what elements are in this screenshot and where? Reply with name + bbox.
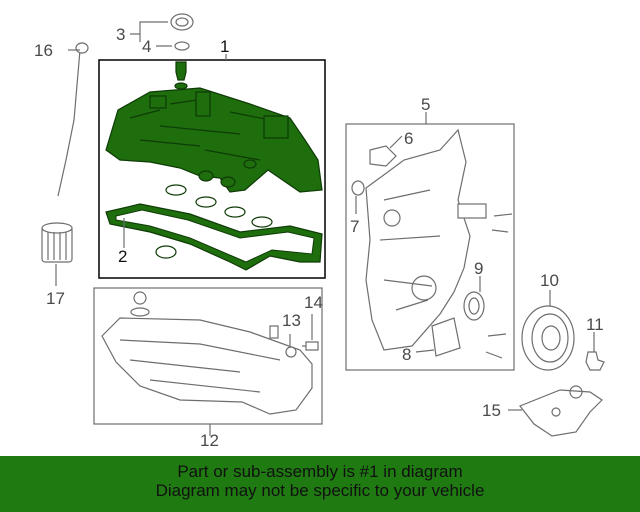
oil-pan-box	[93, 287, 323, 425]
gasket-part-6[interactable]	[369, 145, 397, 167]
cover-part-8[interactable]	[431, 317, 461, 357]
callout-7: 7	[350, 217, 359, 236]
callout-4: 4	[142, 37, 151, 56]
callout-5: 5	[421, 95, 430, 114]
callout-3: 3	[116, 25, 125, 44]
callout-8: 8	[402, 345, 411, 364]
callout-17: 17	[46, 289, 65, 308]
oil-filter-part-17[interactable]	[41, 222, 73, 263]
footer-line-2: Diagram may not be specific to your vehi…	[155, 481, 485, 500]
valve-cover-seals[interactable]	[155, 184, 273, 259]
drain-bolt-part-14[interactable]	[302, 341, 319, 351]
footer-banner: Part or sub-assembly is #1 in diagram Di…	[0, 456, 640, 512]
timing-bolts[interactable]	[457, 203, 513, 359]
callout-2: 2	[118, 247, 127, 266]
callout-1: 1	[220, 37, 229, 56]
filler-cap-part-3[interactable]	[170, 13, 194, 31]
oil-pan-part-12[interactable]	[101, 291, 313, 415]
oil-seal-part-9[interactable]	[463, 291, 485, 321]
drain-plug-part-13[interactable]	[269, 325, 297, 358]
dipstick-part-16[interactable]	[57, 42, 89, 197]
pulley-bolt-part-11[interactable]	[585, 351, 605, 371]
crank-pulley-part-10[interactable]	[521, 305, 575, 371]
callout-13: 13	[282, 311, 301, 330]
parts-diagram: .ln { stroke: #6e6e6e; fill: none; strok…	[34, 13, 605, 450]
callout-16: 16	[34, 41, 53, 60]
leader-lines	[55, 21, 595, 436]
timing-cover-part-5[interactable]	[365, 128, 471, 351]
footer-line-1: Part or sub-assembly is #1 in diagram	[177, 462, 463, 481]
callout-9: 9	[474, 259, 483, 278]
callout-12: 12	[200, 431, 219, 450]
o-ring-part-7[interactable]	[351, 180, 365, 196]
valve-cover-part-1[interactable]	[105, 61, 323, 193]
valve-cover-gasket-part-2[interactable]	[105, 203, 323, 271]
callout-15: 15	[482, 401, 501, 420]
callout-11: 11	[586, 315, 604, 334]
timing-cover-box	[345, 123, 515, 371]
callout-6: 6	[404, 129, 413, 148]
callout-14: 14	[304, 293, 323, 312]
highlight-box	[98, 59, 326, 279]
callout-10: 10	[540, 271, 559, 290]
bracket-part-15[interactable]	[519, 385, 603, 437]
seal-part-4[interactable]	[174, 41, 190, 51]
